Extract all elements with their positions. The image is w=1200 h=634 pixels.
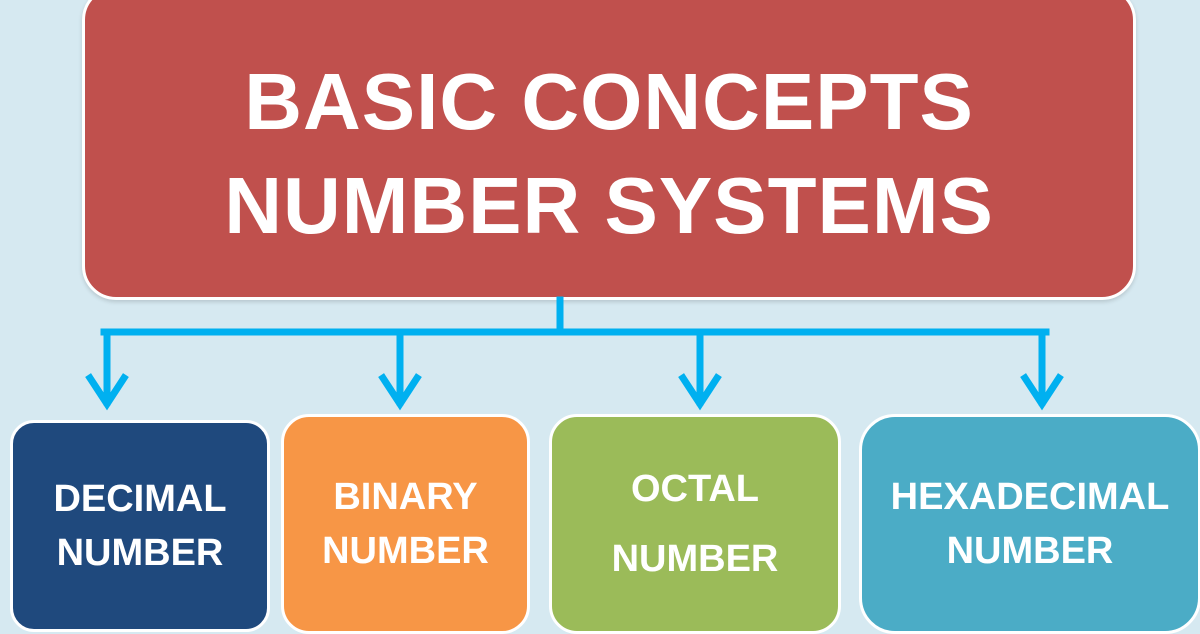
hexadecimal-line-2: NUMBER (946, 530, 1114, 572)
hexadecimal-line-1: HEXADECIMAL (890, 476, 1170, 518)
arrowhead-octal (678, 373, 722, 411)
decimal-number-box: DECIMAL NUMBER (10, 420, 270, 632)
binary-line-1: BINARY (333, 476, 478, 518)
decimal-line-2: NUMBER (56, 532, 224, 574)
octal-line-2: NUMBER (611, 538, 779, 580)
title-line-1: BASIC CONCEPTS (244, 57, 974, 146)
binary-line-2: NUMBER (322, 530, 489, 572)
arrowhead-binary (378, 373, 422, 411)
octal-number-box: OCTAL NUMBER (549, 414, 841, 634)
arrowhead-hex (1020, 373, 1064, 411)
title-line-2: NUMBER SYSTEMS (224, 161, 994, 250)
arrowhead-decimal (85, 373, 129, 411)
octal-line-1: OCTAL (630, 468, 760, 510)
binary-number-box: BINARY NUMBER (281, 414, 530, 634)
hexadecimal-number-box: HEXADECIMAL NUMBER (859, 414, 1200, 634)
title-box: BASIC CONCEPTS NUMBER SYSTEMS (82, 0, 1136, 300)
decimal-line-1: DECIMAL (53, 478, 227, 520)
